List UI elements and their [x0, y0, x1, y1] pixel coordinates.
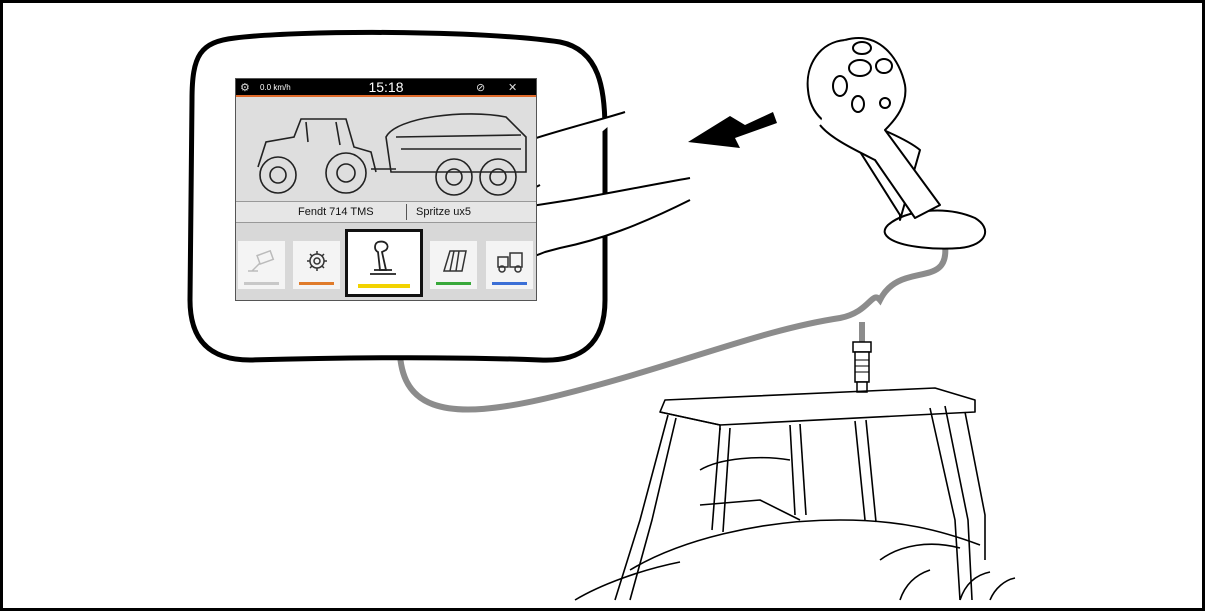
clock: 15:18: [236, 79, 536, 96]
label-divider: [406, 204, 407, 220]
tile-accent: [436, 282, 471, 285]
direction-arrow: [688, 112, 777, 148]
tile-accent: [492, 282, 527, 285]
tile-machine-config[interactable]: [486, 241, 533, 289]
machine-labels: Fendt 714 TMS Spritze ux5: [236, 201, 536, 223]
satellite-icon: ✕: [508, 81, 517, 94]
tile-settings[interactable]: [293, 241, 340, 289]
connector: [853, 342, 871, 392]
tile-camera[interactable]: [238, 241, 285, 289]
gear-icon: [301, 247, 333, 275]
field-icon: [438, 247, 470, 275]
joystick: [808, 38, 986, 249]
joystick-icon: [356, 238, 416, 280]
status-bar: ⚙ 0.0 km/h 15:18 ⊘ ✕: [236, 79, 536, 97]
tile-accent: [299, 282, 334, 285]
tractor-cab: [575, 388, 1015, 600]
machine-config-icon: [494, 247, 526, 275]
implement-label: Spritze ux5: [416, 206, 471, 218]
terminal-screen: ⚙ 0.0 km/h 15:18 ⊘ ✕ Fendt 714 TMS Sprit…: [235, 78, 537, 301]
app-tile-bar: [236, 223, 536, 301]
tile-accent: [358, 284, 410, 288]
tile-field[interactable]: [430, 241, 477, 289]
tile-accent: [244, 282, 279, 285]
tile-joystick[interactable]: [345, 229, 423, 297]
camera-icon: [246, 247, 278, 275]
tractor-label: Fendt 714 TMS: [298, 206, 374, 218]
tractor-and-sprayer-graphic: [236, 97, 537, 201]
machine-illustration: [236, 97, 536, 201]
signal-icon: ⊘: [476, 81, 485, 94]
